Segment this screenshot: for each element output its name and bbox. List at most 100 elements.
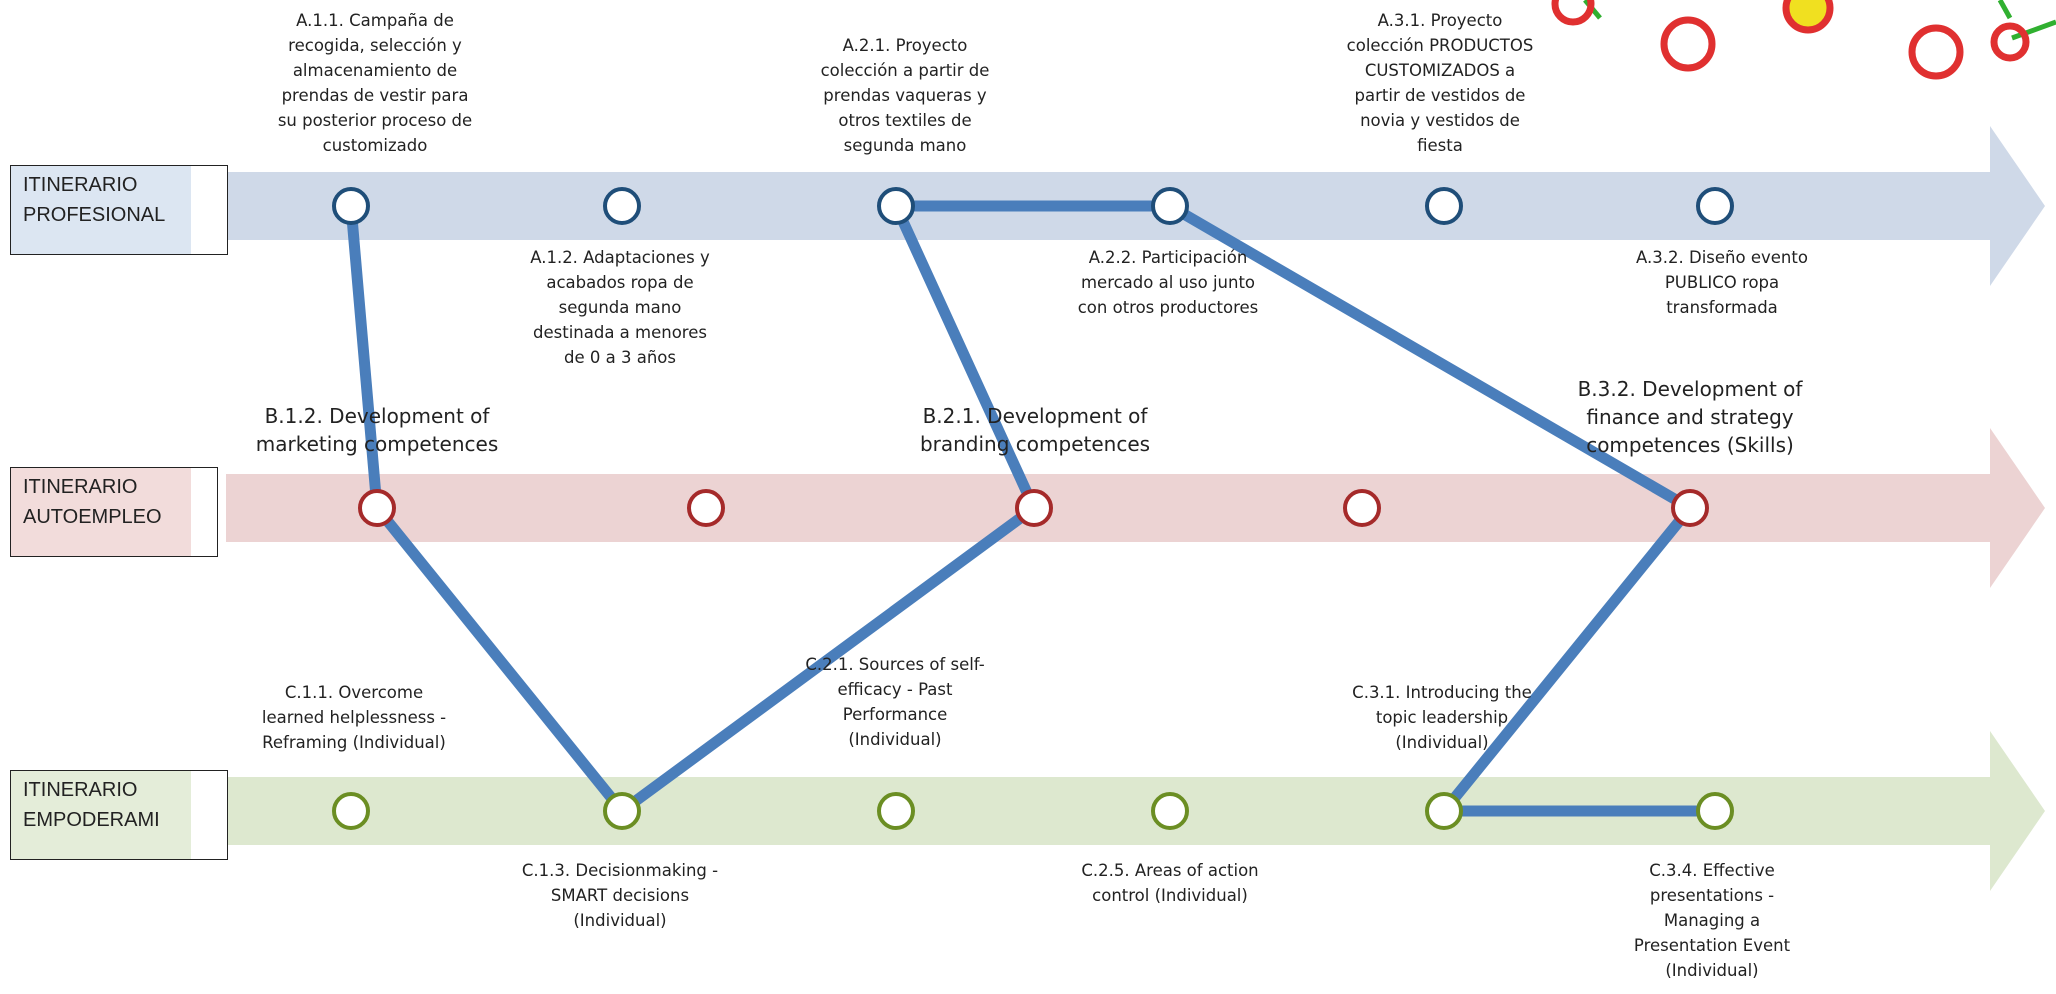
activity-label-A.2.1: A.2.1. Proyecto colección a partir de pren… (775, 33, 1035, 158)
path-lines-layer (345, 200, 1721, 817)
activity-label-C.3.4: C.3.4. Effective presentations - Managing … (1597, 858, 1827, 983)
activity-label-B.2.1: B.2.1. Development of branding competence… (865, 402, 1205, 458)
activity-label-line: C.2.5. Areas of action (1081, 861, 1259, 880)
node-A.3.2 (1696, 187, 1734, 225)
node-B.1.2 (358, 489, 396, 527)
activity-label-A.1.2: A.1.2. Adaptaciones y acabados ropa de seg… (480, 245, 760, 370)
node-B.3.2 (1671, 489, 1709, 527)
track-label-highlight (11, 771, 191, 859)
activity-label-B.3.2: B.3.2. Development of finance and strateg… (1525, 375, 1855, 459)
track-arrow-2 (226, 428, 2045, 588)
activity-label-line: colección PRODUCTOS (1346, 36, 1534, 55)
decor-edge-2 (1997, 0, 2013, 20)
activity-label-line: colección a partir de (820, 61, 990, 80)
track-arrow-3 (226, 731, 2045, 891)
activity-label-line: efficacy - Past (837, 680, 953, 699)
node-B.2.x (1343, 489, 1381, 527)
activity-label-line: otros textiles de (838, 111, 972, 130)
activity-label-C.1.3: C.1.3. Decisionmaking -SMART decisions(I… (480, 858, 760, 933)
activity-label-line: finance and strategy (1586, 405, 1794, 429)
activity-label-line: almacenamiento de (292, 61, 458, 80)
decorative-network-graphic (1551, 0, 2056, 80)
track-label-text: EMPODERAMI (23, 809, 160, 831)
track-label-highlight (11, 468, 191, 556)
track-label-text: ITINERARIO (23, 174, 138, 196)
node-C.2.5 (1151, 792, 1189, 830)
activity-label-line: novia y vestidos de (1360, 111, 1520, 130)
node-A.1.1 (332, 187, 370, 225)
decor-node-1 (1551, 0, 1595, 26)
activity-label-line: transformada (1666, 298, 1778, 317)
activity-label-line: segunda mano (843, 136, 967, 155)
activity-label-line: Managing a (1663, 911, 1761, 930)
activity-label-line: competences (Skills) (1586, 433, 1794, 457)
activity-label-line: segunda mano (558, 298, 682, 317)
activity-label-line: C.3.1. Introducing the (1352, 683, 1532, 702)
activity-label-line: acabados ropa de (546, 273, 694, 292)
decor-node-2 (1660, 16, 1716, 72)
activity-label-line: partir de vestidos de (1354, 86, 1526, 105)
activity-label-line: B.2.1. Development of (922, 404, 1148, 428)
activity-label-B.1.2: B.1.2. Development of marketing competenc… (197, 402, 557, 458)
activity-label-line: B.1.2. Development of (264, 404, 490, 428)
activity-label-line: (Individual) (1665, 961, 1759, 980)
activity-label-line: presentations - (1649, 886, 1775, 905)
activity-label-line: A.2.1. Proyecto (842, 36, 968, 55)
node-B.2.1 (1015, 489, 1053, 527)
activity-label-C.2.5: C.2.5. Areas of action control (Individua… (1030, 858, 1310, 908)
node-A.2.2 (1151, 187, 1189, 225)
track-label-highlight (11, 166, 191, 254)
track-label-text: ITINERARIO (23, 779, 138, 801)
activity-label-line: prendas de vestir para (281, 86, 469, 105)
activity-label-line: customizado (322, 136, 428, 155)
track-label-text: AUTOEMPLEO (23, 506, 162, 528)
node-C.1.1 (332, 792, 370, 830)
path-segment-A.2.2-B.3.2 (1164, 200, 1696, 514)
activity-label-line: de 0 a 3 años (564, 348, 676, 367)
activity-label-line: con otros productores (1077, 298, 1259, 317)
activity-label-line: SMART decisions (550, 886, 690, 905)
activity-label-line: A.1.1. Campaña de (296, 11, 454, 30)
activity-label-line: control (Individual) (1092, 886, 1248, 905)
track-label-text: PROFESIONAL (23, 204, 166, 226)
track-arrows-layer (226, 126, 2045, 891)
path-segment-C.1.3-B.2.1 (616, 502, 1040, 817)
activity-label-line: marketing competences (255, 432, 499, 456)
activity-label-line: Presentation Event (1633, 936, 1791, 955)
path-segment-B.3.2-C.3.1 (1438, 502, 1696, 817)
activity-label-line: PUBLICO ropa (1664, 273, 1780, 292)
activity-label-line: mercado al uso junto (1080, 273, 1256, 292)
activity-label-line: (Individual) (848, 730, 942, 749)
activity-label-line: A.3.2. Diseño evento (1636, 248, 1808, 267)
activity-label-line: B.3.2. Development of (1577, 377, 1803, 401)
node-B.1.x (687, 489, 725, 527)
node-A.1.2 (603, 187, 641, 225)
nodes-layer (332, 187, 1734, 830)
decor-node-3 (1782, 0, 1834, 34)
activity-label-A.2.2: A.2.2. Participación mercado al uso junto… (1033, 245, 1303, 320)
activity-label-line: branding competences (919, 432, 1151, 456)
activity-label-line: A.2.2. Participación (1088, 248, 1248, 267)
activity-label-line: C.3.4. Effective (1649, 861, 1775, 880)
decor-edge-3 (2011, 19, 2056, 41)
activity-label-line: Performance (842, 705, 948, 724)
path-segment-B.1.2-C.1.3 (371, 502, 628, 817)
activity-label-line: topic leadership (1375, 708, 1509, 727)
activity-label-line: A.1.2. Adaptaciones y (530, 248, 710, 267)
activity-label-line: (Individual) (573, 911, 667, 930)
decor-node-5 (1990, 22, 2030, 62)
node-C.1.3 (603, 792, 641, 830)
activity-label-line: CUSTOMIZADOS a (1364, 61, 1516, 80)
track-label-box-1: ITINERARIO PROFESIONAL (10, 165, 228, 255)
activity-label-line: prendas vaqueras y (823, 86, 987, 105)
activity-label-line: C.2.1. Sources of self- (805, 655, 985, 674)
path-segment-B.2.1-A.2.1 (890, 200, 1040, 514)
activity-label-line: su posterior proceso de (277, 111, 473, 130)
